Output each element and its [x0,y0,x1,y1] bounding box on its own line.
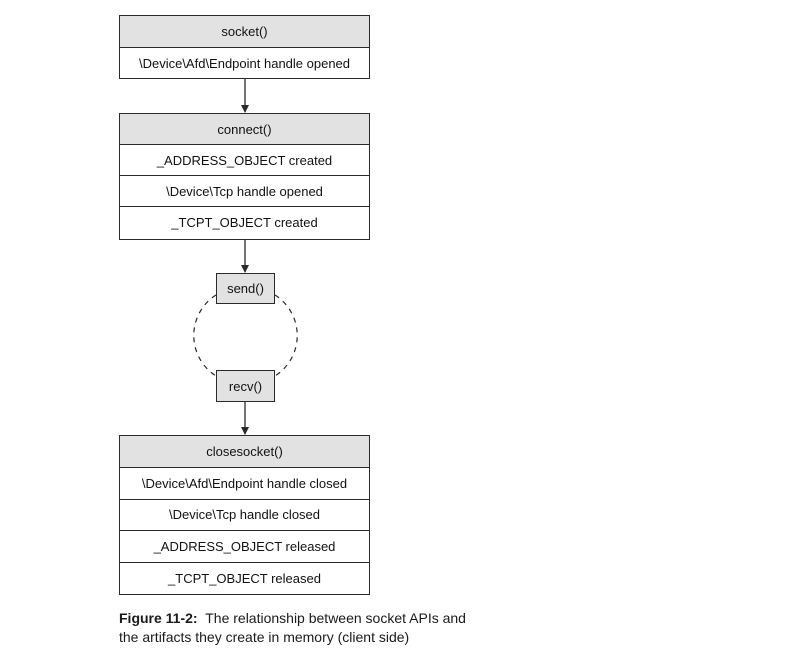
connect-row-tcp-handle: \Device\Tcp handle opened [120,176,369,207]
closesocket-header: closesocket() [120,436,369,468]
send-node: send() [216,273,275,304]
socket-block: socket() \Device\Afd\Endpoint handle ope… [119,15,370,79]
connect-row-address-object: _ADDRESS_OBJECT created [120,145,369,176]
connect-block: connect() _ADDRESS_OBJECT created \Devic… [119,113,370,240]
recv-node: recv() [216,370,275,402]
socket-header: socket() [120,16,369,48]
closesocket-row-endpoint-closed: \Device\Afd\Endpoint handle closed [120,468,369,500]
closesocket-row-tcpt-released: _TCPT_OBJECT released [168,570,321,586]
connect-header: connect() [120,114,369,145]
figure-caption: Figure 11-2: The relationship between so… [119,609,479,647]
figure-label: Figure 11-2: [119,610,198,626]
figure-caption-text: The relationship between socket APIs and… [119,610,466,645]
closesocket-block: closesocket() \Device\Afd\Endpoint handl… [119,435,370,595]
closesocket-row-address-released: _ADDRESS_OBJECT released [120,531,369,563]
connect-row-tcpt-object: _TCPT_OBJECT created [171,215,318,230]
closesocket-row-tcp-closed: \Device\Tcp handle closed [120,500,369,531]
loop-dashed-right [274,294,298,377]
loop-dashed-left [193,294,217,377]
socket-row-endpoint-opened: \Device\Afd\Endpoint handle opened [138,55,351,71]
